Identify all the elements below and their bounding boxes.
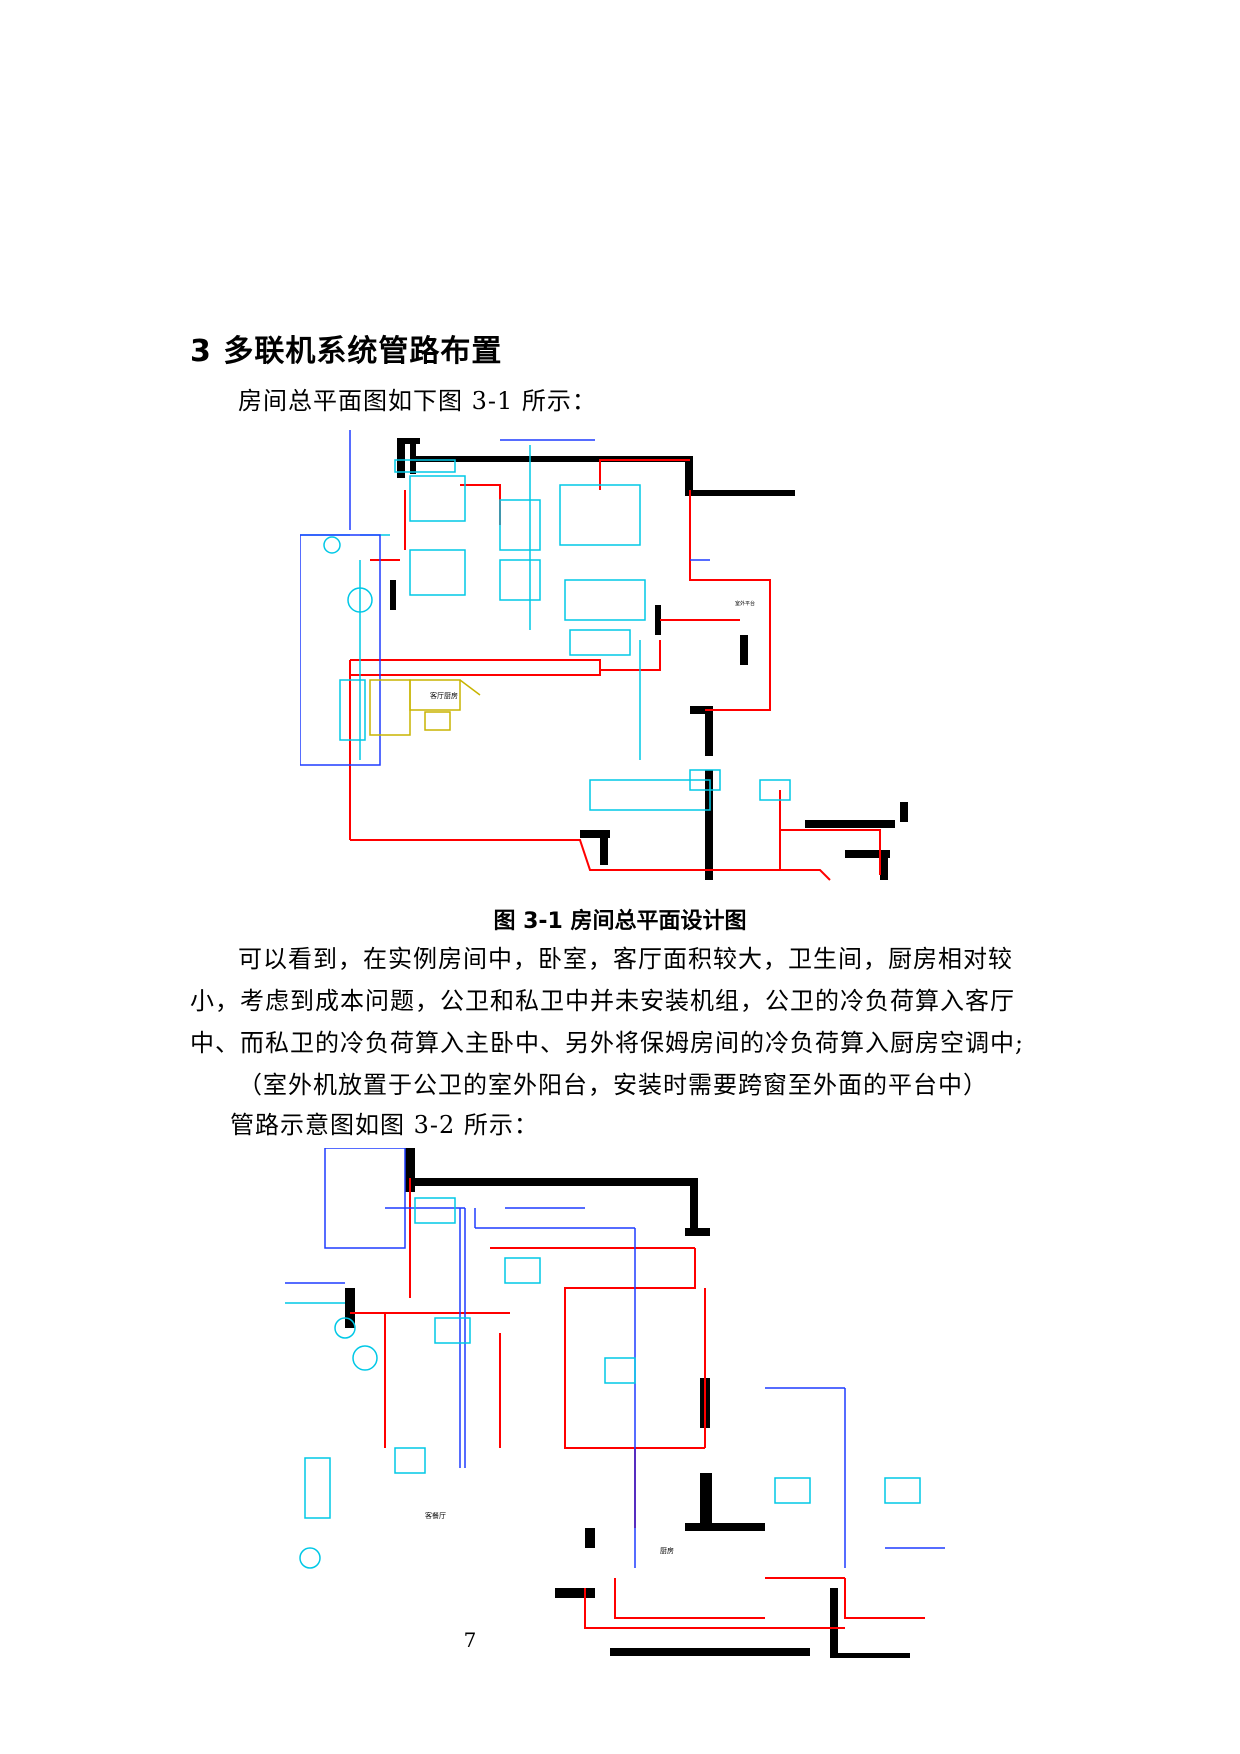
plan1-label-a: 客厅厨房: [430, 691, 458, 700]
body-line-1: 可以看到，在实例房间中，卧室，客厅面积较大，卫生间，厨房相对较: [238, 945, 1013, 973]
plan1-cyan-fixtures: [300, 445, 791, 811]
plan1-blue-lines: [300, 430, 710, 766]
plan2-cyan-fixtures: [285, 1197, 921, 1569]
figure-1-caption: 图 3-1 房间总平面设计图: [493, 909, 747, 934]
plan2-label-kitchen: 厨房: [660, 1546, 674, 1555]
plan1-walls: [390, 438, 908, 880]
body-line-2: 小，考虑到成本问题，公卫和私卫中并未安装机组，公卫的冷负荷算入客厅: [190, 987, 1015, 1015]
floor-plan-figure-1: 客厅厨房 室外平台: [300, 430, 908, 881]
plan2-blue-lines: [285, 1148, 945, 1568]
page-number: 7: [463, 1628, 477, 1652]
plan2-red-lines: [350, 1178, 925, 1629]
body-line-3: 中、而私卫的冷负荷算入主卧中、另外将保姆房间的冷负荷算入厨房空调中;: [190, 1029, 1025, 1057]
section-heading: 3 多联机系统管路布置: [190, 334, 503, 369]
intro-paragraph: 房间总平面图如下图 3-1 所示：: [238, 387, 597, 415]
plan1-yellow-fixtures: [369, 679, 481, 736]
plan1-red-lines: [349, 459, 881, 881]
plan1-label-b: 室外平台: [735, 600, 755, 607]
body-line-5: 管路示意图如图 3-2 所示：: [230, 1111, 539, 1139]
piping-plan-figure-2: 客餐厅 厨房: [285, 1148, 945, 1658]
plan2-walls: [345, 1148, 910, 1658]
plan2-label-living: 客餐厅: [425, 1511, 446, 1520]
body-line-4: （室外机放置于公卫的室外阳台，安装时需要跨窗至外面的平台中）: [238, 1071, 988, 1099]
